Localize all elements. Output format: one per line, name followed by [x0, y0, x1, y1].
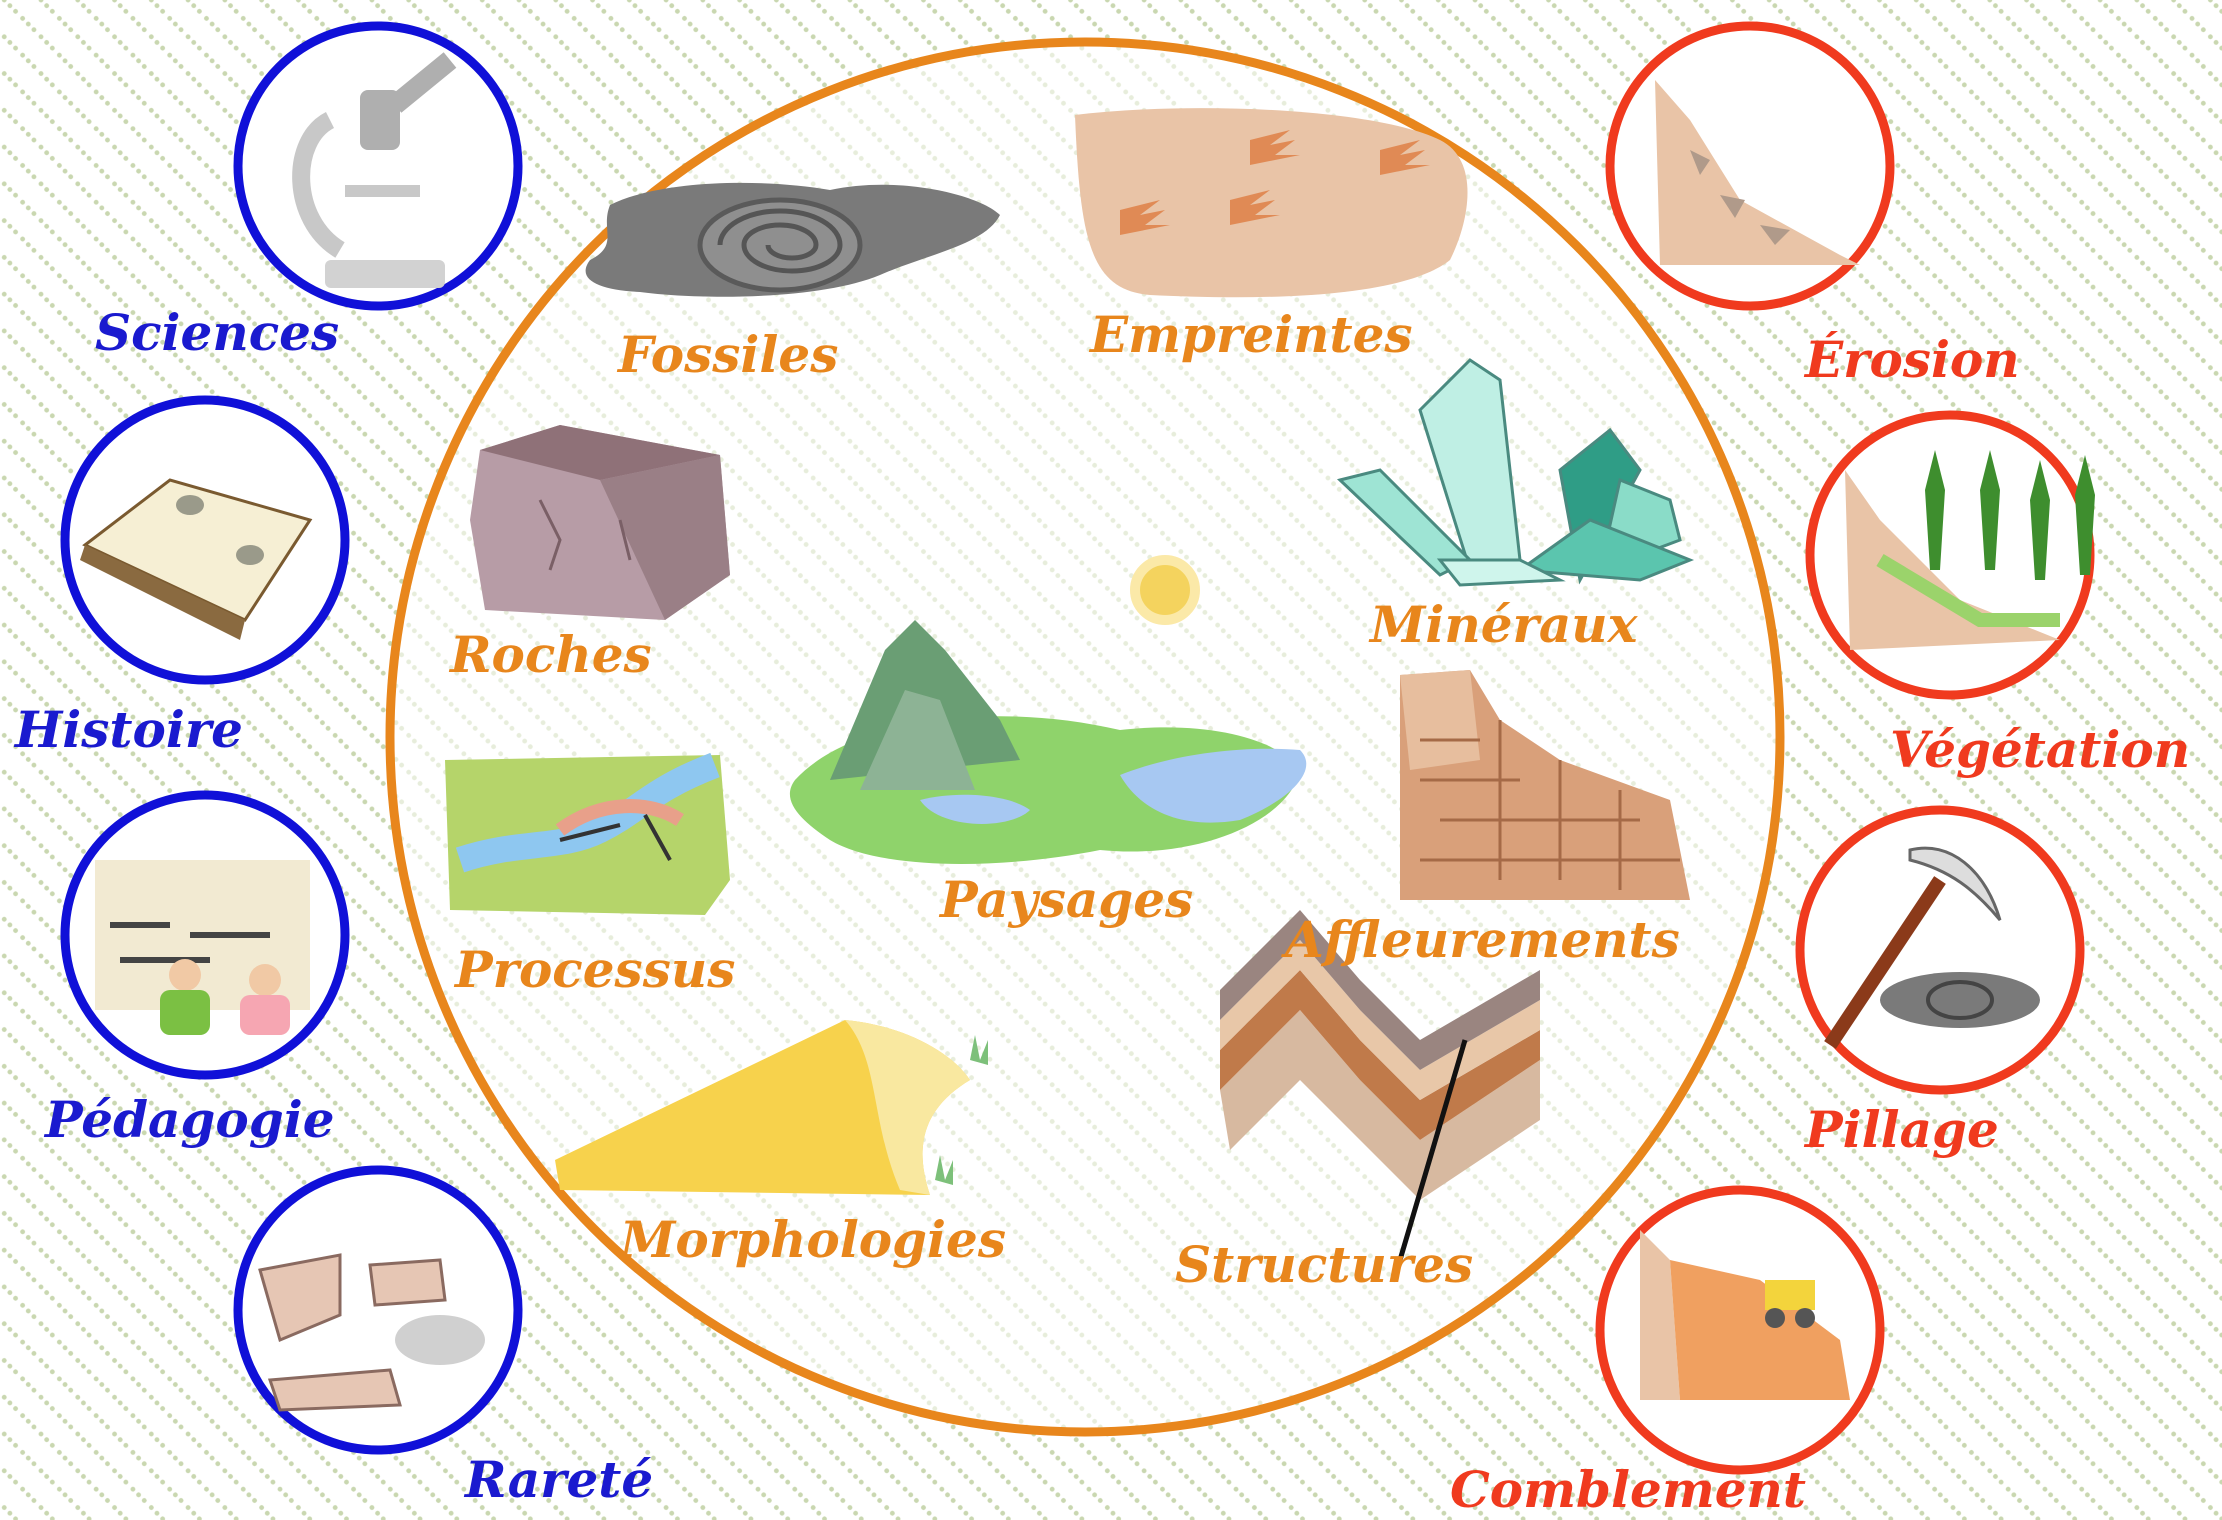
- label-comblement: Comblement: [1450, 1460, 1806, 1519]
- label-paysages: Paysages: [940, 870, 1194, 929]
- collapsing-slope-icon: [1655, 80, 1860, 265]
- pickaxe-fossil-icon: [1824, 846, 2040, 1049]
- landscape-icon: [789, 620, 1307, 864]
- label-rarete: Rareté: [465, 1450, 654, 1509]
- footprints-icon: [1075, 108, 1468, 298]
- label-pedagogie: Pédagogie: [45, 1090, 335, 1149]
- river-process-icon: [445, 752, 730, 915]
- label-fossiles: Fossiles: [618, 325, 839, 384]
- label-erosion: Érosion: [1805, 330, 2020, 389]
- label-vegetation: Végétation: [1890, 720, 2191, 779]
- fold-fault-icon: [1220, 910, 1540, 1261]
- label-processus: Processus: [455, 940, 736, 999]
- ammonite-fossil-icon: [585, 182, 1000, 297]
- students-at-outcrop-icon: [95, 860, 310, 1035]
- bulldozer-fill-icon: [1640, 1230, 1850, 1400]
- label-sciences: Sciences: [95, 303, 340, 362]
- sun-icon: [1130, 555, 1200, 625]
- label-histoire: Histoire: [15, 700, 243, 759]
- label-mineraux: Minéraux: [1370, 595, 1638, 654]
- open-book-icon: [80, 478, 313, 640]
- label-pillage: Pillage: [1805, 1100, 1999, 1159]
- dinosaur-fossil-icon: [258, 1253, 485, 1412]
- rock-block-icon: [470, 425, 730, 620]
- label-affleurements: Affleurements: [1285, 910, 1680, 969]
- dune-icon: [555, 1020, 988, 1195]
- cliff-outcrop-icon: [1400, 670, 1690, 900]
- label-roches: Roches: [450, 625, 652, 684]
- label-empreintes: Empreintes: [1090, 305, 1413, 364]
- microscope-icon: [292, 52, 457, 288]
- crystal-cluster-icon: [1336, 358, 1695, 587]
- sciences-ring: [233, 21, 523, 311]
- label-structures: Structures: [1175, 1235, 1474, 1294]
- label-morphologies: Morphologies: [620, 1210, 1006, 1269]
- vegetation-overgrowth-icon: [1845, 450, 2095, 650]
